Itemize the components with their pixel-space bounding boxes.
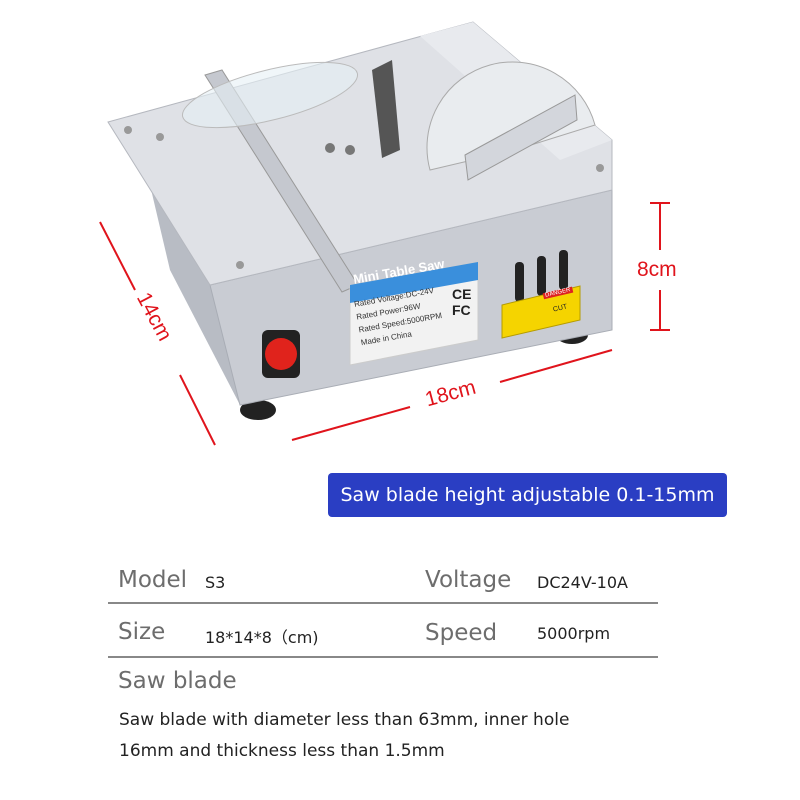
label-header — [350, 262, 478, 303]
vent — [515, 262, 524, 302]
saw-blade-heading: Saw blade — [118, 668, 237, 694]
depth-arrow-bottom — [179, 374, 216, 446]
width-arrow-left — [291, 406, 411, 441]
saw-blade-description: Saw blade with diameter less than 63mm, … — [119, 705, 679, 767]
vent — [559, 250, 568, 290]
spec-value-size: 18*14*8（cm) — [205, 628, 319, 647]
spec-label-voltage: Voltage — [425, 567, 512, 593]
spec-value-voltage: DC24V-10A — [537, 573, 628, 592]
height-label: 8cm — [637, 258, 677, 281]
vent — [537, 256, 546, 296]
depth-arrow-top — [99, 221, 136, 291]
table-saw-illustration — [99, 21, 670, 446]
description-line: 16mm and thickness less than 1.5mm — [119, 741, 445, 761]
divider — [108, 656, 658, 658]
description-line: Saw blade with diameter less than 63mm, … — [119, 710, 570, 730]
spec-label-model: Model — [118, 567, 188, 593]
spec-label-speed: Speed — [425, 620, 498, 646]
miter-gauge — [464, 94, 578, 181]
foot — [240, 400, 276, 420]
dimension-arrows — [99, 202, 670, 446]
divider — [108, 602, 658, 604]
miter-protractor — [426, 61, 596, 171]
power-switch — [265, 338, 297, 370]
width-arrow-right — [499, 349, 613, 383]
fc-mark: FC — [452, 302, 471, 318]
spec-label-size: Size — [118, 619, 166, 645]
ce-mark: CE — [452, 286, 472, 302]
spec-value-speed: 5000rpm — [537, 624, 611, 643]
spec-value-model: S3 — [205, 573, 226, 592]
body-side — [150, 185, 240, 405]
saw-blade — [372, 60, 400, 158]
blade-guard — [181, 61, 359, 129]
blade-height-banner: Saw blade height adjustable 0.1-15mm — [328, 473, 727, 517]
